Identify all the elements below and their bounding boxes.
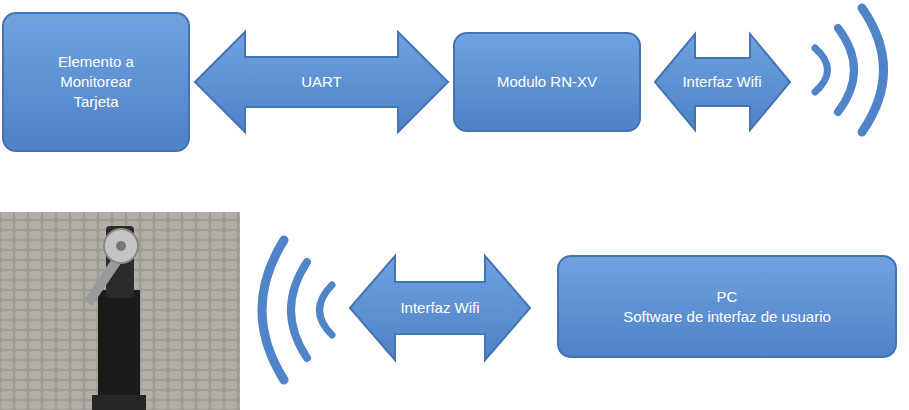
box-text: Modulo RN-XV: [497, 72, 597, 92]
wifi-block-arrow: [350, 256, 530, 360]
arrow-label: Interfaz Wifi: [682, 72, 761, 92]
arrow-label: UART: [301, 72, 342, 92]
block-arrow: [195, 32, 448, 132]
box-text: PC: [717, 287, 738, 307]
process-box: Modulo RN-XV: [453, 32, 641, 132]
wifi-waves: [262, 240, 332, 380]
device-photo: [0, 212, 240, 410]
process-box: Elemento a Monitorear Tarjeta: [2, 12, 190, 152]
box-text: Software de interfaz de usuario: [623, 307, 831, 327]
wifi-block-arrow: [655, 34, 790, 130]
wifi-waves: [815, 8, 884, 132]
box-text: Elemento a Monitorear Tarjeta: [41, 52, 151, 112]
arrow-label: Interfaz Wifi: [400, 298, 479, 318]
process-box: PCSoftware de interfaz de usuario: [557, 255, 897, 358]
